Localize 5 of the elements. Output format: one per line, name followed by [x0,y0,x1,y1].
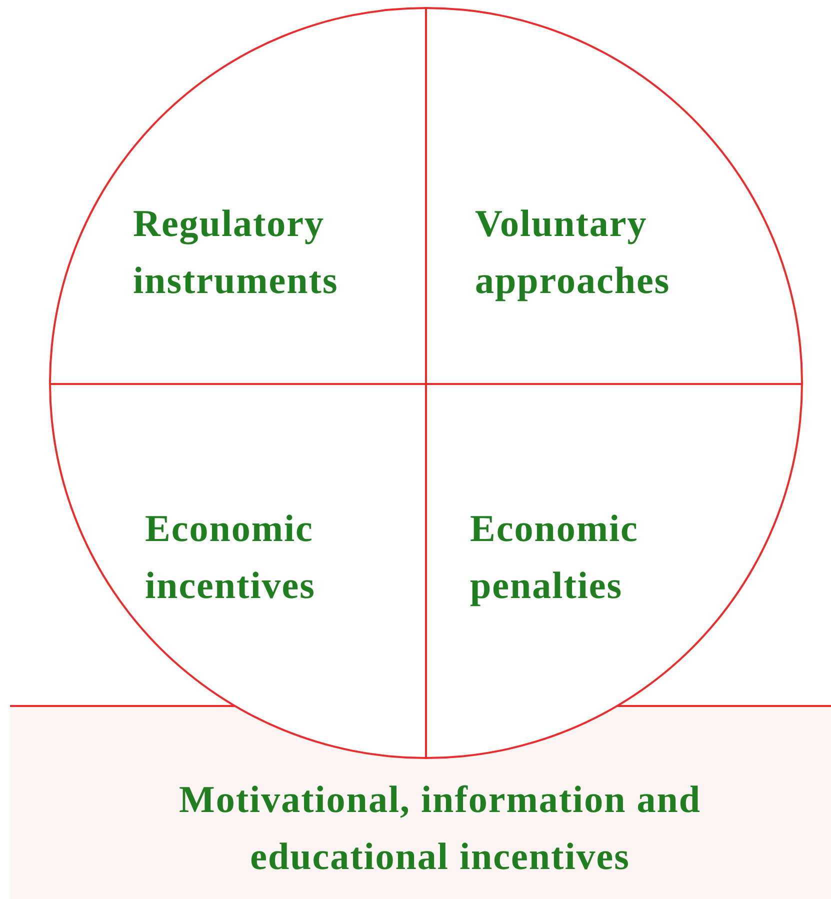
quadrant-label: Economic incentives [145,501,425,615]
quadrant-label: Economic penalties [470,501,750,615]
quadrant-label: Regulatory instruments [133,196,423,310]
band-label: Motivational, information and educational incentives [90,772,790,886]
quadrant-label: Voluntary approaches [475,196,765,310]
